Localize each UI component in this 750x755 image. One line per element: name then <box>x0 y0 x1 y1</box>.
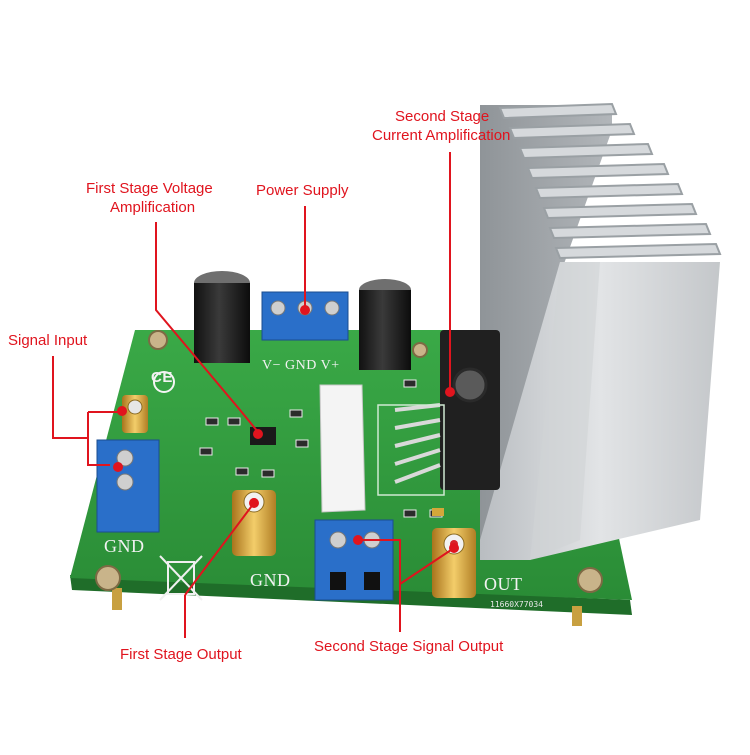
smd-cap-yellow <box>432 508 444 516</box>
heatsink-fins <box>498 102 722 260</box>
power-transistor-body <box>440 330 500 490</box>
ce-mark-icon <box>153 371 175 393</box>
annotation-leaders <box>52 152 455 638</box>
capacitor-right <box>359 290 411 370</box>
output-wire-slot-2 <box>364 572 380 590</box>
pin-footprint <box>377 404 445 496</box>
label-first-stage-voltage-line2: Amplification <box>110 199 196 216</box>
label-second-stage-signal-output: Second Stage Signal Output <box>314 638 504 655</box>
silk-ce-mark: CE <box>151 369 173 386</box>
weee-bin-mark <box>159 555 203 601</box>
standoff-right <box>572 606 582 626</box>
silk-out: OUT <box>484 574 523 594</box>
transistor-pins <box>394 403 441 484</box>
white-spacer-block <box>319 384 366 513</box>
silk-gnd-left: GND <box>104 536 145 556</box>
label-first-stage-voltage-line1: First Stage Voltage <box>86 180 213 197</box>
silk-power-pins: V− GND V+ <box>262 358 340 373</box>
label-second-stage-current-line2: Current Amplification <box>372 127 511 144</box>
label-second-stage-current-line1: Second Stage <box>395 108 490 125</box>
sma-output-connector <box>432 528 476 598</box>
power-screw-3 <box>324 300 340 316</box>
mount-nuts <box>95 330 603 593</box>
input-screw-2 <box>116 473 134 491</box>
sma-input-connector <box>122 395 148 433</box>
standoff-left <box>112 588 122 610</box>
output-screw-1 <box>329 531 347 549</box>
output-terminal-block <box>314 519 394 601</box>
input-screw-1 <box>116 449 134 467</box>
label-power-supply: Power Supply <box>256 182 349 199</box>
capacitor-left <box>194 283 250 363</box>
power-screw-1 <box>270 300 286 316</box>
heatsink-face-shade <box>530 262 600 560</box>
label-first-stage-output: First Stage Output <box>120 646 242 663</box>
annotation-dots <box>113 305 459 553</box>
label-signal-input: Signal Input <box>8 332 88 349</box>
heatsink-side <box>480 105 612 560</box>
silk-serial: 11660X77034 <box>490 600 543 609</box>
transistor-screw <box>452 367 488 403</box>
silk-gnd-mid: GND <box>250 570 291 590</box>
output-wire-slot-1 <box>330 572 346 590</box>
